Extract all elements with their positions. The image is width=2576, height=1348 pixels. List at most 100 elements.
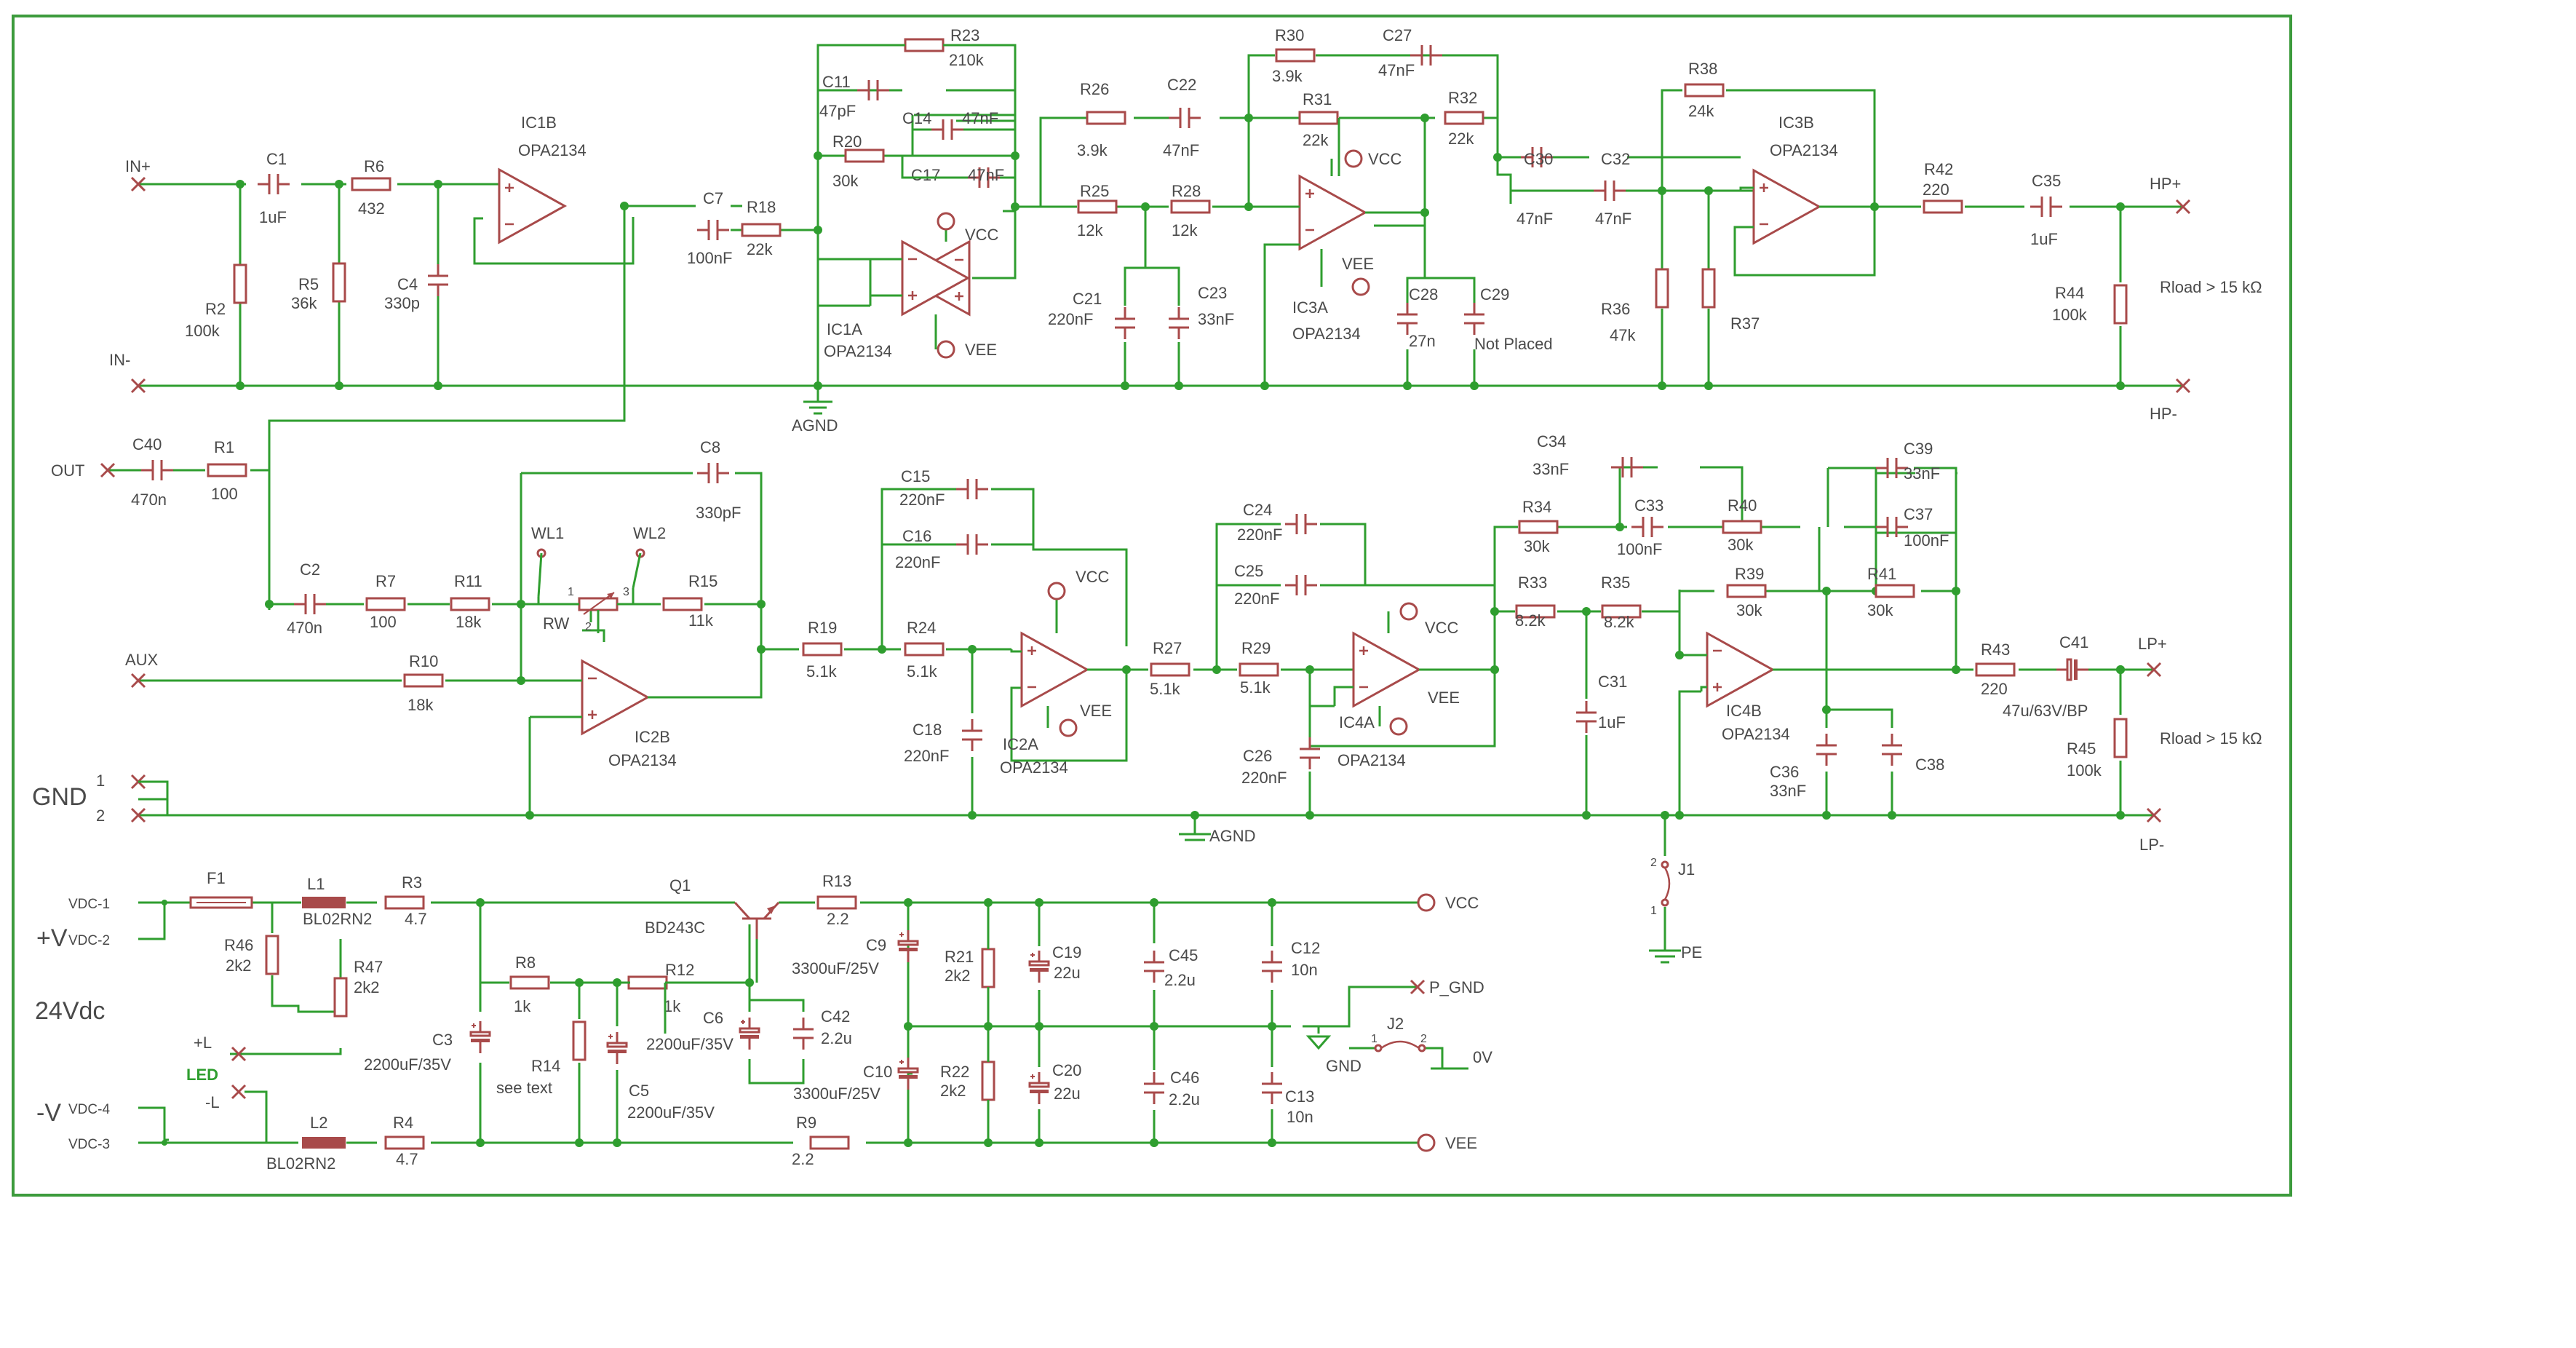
capacitor-C45[interactable] (1142, 949, 1166, 984)
capacitor-C13[interactable] (1260, 1071, 1284, 1106)
capacitor-C8[interactable] (696, 461, 731, 485)
resistor-R1[interactable] (207, 463, 247, 477)
resistor-R46[interactable] (265, 935, 279, 975)
resistor-R23[interactable] (904, 38, 945, 52)
capacitor-C24[interactable] (1284, 512, 1319, 536)
resistor-R34[interactable] (1518, 520, 1559, 534)
resistor-R38[interactable] (1684, 83, 1725, 98)
jumper-J2[interactable] (1374, 1040, 1426, 1052)
resistor-R44[interactable] (2113, 284, 2128, 325)
capacitor-C15[interactable] (955, 477, 990, 501)
resistor-R18[interactable] (741, 223, 782, 237)
resistor-R5[interactable] (332, 262, 346, 303)
resistor-R43[interactable] (1975, 662, 2016, 677)
capacitor-C20[interactable] (1028, 1071, 1050, 1106)
opamp-IC3B-body[interactable] (1752, 168, 1822, 245)
capacitor-C41[interactable] (2056, 658, 2088, 681)
capacitor-C6[interactable] (739, 1016, 760, 1051)
label-led-plus: +L (194, 1034, 212, 1052)
capacitor-C23[interactable] (1167, 306, 1190, 341)
capacitor-C21[interactable] (1113, 306, 1137, 341)
capacitor-C7[interactable] (696, 218, 731, 242)
capacitor-C38[interactable] (1880, 732, 1904, 767)
opamp-IC4A-body[interactable] (1352, 631, 1422, 708)
resistor-R21[interactable] (981, 948, 995, 988)
capacitor-C3[interactable] (469, 1020, 491, 1055)
resistor-R36[interactable] (1655, 268, 1669, 309)
resistor-R3[interactable] (384, 895, 425, 910)
resistor-R19[interactable] (802, 642, 843, 657)
capacitor-C46[interactable] (1142, 1071, 1166, 1106)
capacitor-C29[interactable] (1463, 301, 1486, 336)
resistor-R29[interactable] (1239, 662, 1279, 677)
opamp-IC3A-body[interactable] (1298, 174, 1368, 251)
capacitor-C42[interactable] (792, 1016, 815, 1051)
resistor-R24[interactable] (904, 642, 945, 657)
resistor-R42[interactable] (1923, 199, 1963, 214)
capacitor-C40[interactable] (140, 459, 175, 482)
capacitor-C14[interactable] (930, 118, 965, 141)
capacitor-C22[interactable] (1167, 106, 1202, 130)
junction-dot (1244, 114, 1253, 122)
capacitor-C19[interactable] (1028, 949, 1050, 984)
resistor-R37[interactable] (1701, 268, 1716, 309)
transistor-Q1[interactable] (734, 901, 780, 939)
resistor-R45[interactable] (2113, 718, 2128, 758)
resistor-R12[interactable] (627, 975, 668, 990)
resistor-R25[interactable] (1077, 199, 1118, 214)
resistor-R31[interactable] (1298, 111, 1339, 125)
resistor-R41[interactable] (1875, 584, 1915, 598)
inductor-L2[interactable] (302, 1137, 346, 1149)
resistor-R15[interactable] (662, 597, 703, 611)
resistor-R6[interactable] (351, 177, 391, 191)
capacitor-C35[interactable] (2029, 195, 2064, 218)
fuse-F1[interactable] (189, 896, 253, 909)
resistor-R26[interactable] (1086, 111, 1126, 125)
resistor-R13[interactable] (816, 895, 857, 910)
resistor-R9[interactable] (809, 1135, 850, 1150)
resistor-R27[interactable] (1150, 662, 1190, 677)
terminal-led-minus[interactable] (231, 1084, 247, 1100)
terminal-vdc-3[interactable] (162, 1140, 167, 1146)
inductor-L1[interactable] (302, 897, 346, 908)
resistor-R30[interactable] (1275, 48, 1316, 63)
resistor-R2[interactable] (233, 263, 247, 304)
capacitor-C36[interactable] (1815, 732, 1838, 767)
resistor-R8[interactable] (509, 975, 550, 990)
resistor-R28[interactable] (1170, 199, 1211, 214)
capacitor-C25[interactable] (1284, 574, 1319, 597)
resistor-R11[interactable] (450, 597, 490, 611)
capacitor-C4[interactable] (426, 263, 450, 298)
jumper-J1[interactable] (1661, 860, 1671, 907)
resistor-R40[interactable] (1722, 520, 1762, 534)
resistor-R7[interactable] (365, 597, 406, 611)
resistor-R4[interactable] (384, 1135, 425, 1150)
capacitor-C16[interactable] (955, 533, 990, 556)
vcc-output-port[interactable] (1417, 893, 1436, 912)
opamp-IC1B[interactable] (498, 168, 566, 244)
capacitor-C32[interactable] (1592, 179, 1627, 202)
resistor-R14[interactable] (572, 1020, 587, 1061)
capacitor-C5[interactable] (606, 1031, 628, 1066)
opamp-IC2A-body[interactable] (1020, 631, 1090, 708)
resistor-R20[interactable] (844, 148, 885, 163)
terminal-vdc-1[interactable] (162, 900, 167, 905)
resistor-R22[interactable] (981, 1060, 995, 1101)
potentiometer-RW[interactable] (578, 592, 619, 615)
opamp-IC2B-body[interactable] (581, 659, 651, 736)
resistor-R39[interactable] (1726, 584, 1767, 598)
capacitor-C12[interactable] (1260, 949, 1284, 984)
capacitor-C31[interactable] (1575, 699, 1598, 734)
capacitor-C2[interactable] (293, 592, 327, 616)
capacitor-C33[interactable] (1630, 515, 1665, 539)
capacitor-C18[interactable] (961, 718, 984, 753)
capacitor-C26[interactable] (1298, 736, 1321, 771)
resistor-R10[interactable] (403, 673, 444, 688)
capacitor-C28[interactable] (1396, 301, 1419, 336)
resistor-R47[interactable] (333, 977, 348, 1018)
opamp-IC4B-body[interactable] (1706, 631, 1776, 708)
resistor-R32[interactable] (1444, 111, 1484, 125)
vee-output-port[interactable] (1417, 1133, 1436, 1152)
capacitor-C1[interactable] (256, 173, 291, 196)
label-C38-ref: C38 (1915, 756, 1944, 774)
